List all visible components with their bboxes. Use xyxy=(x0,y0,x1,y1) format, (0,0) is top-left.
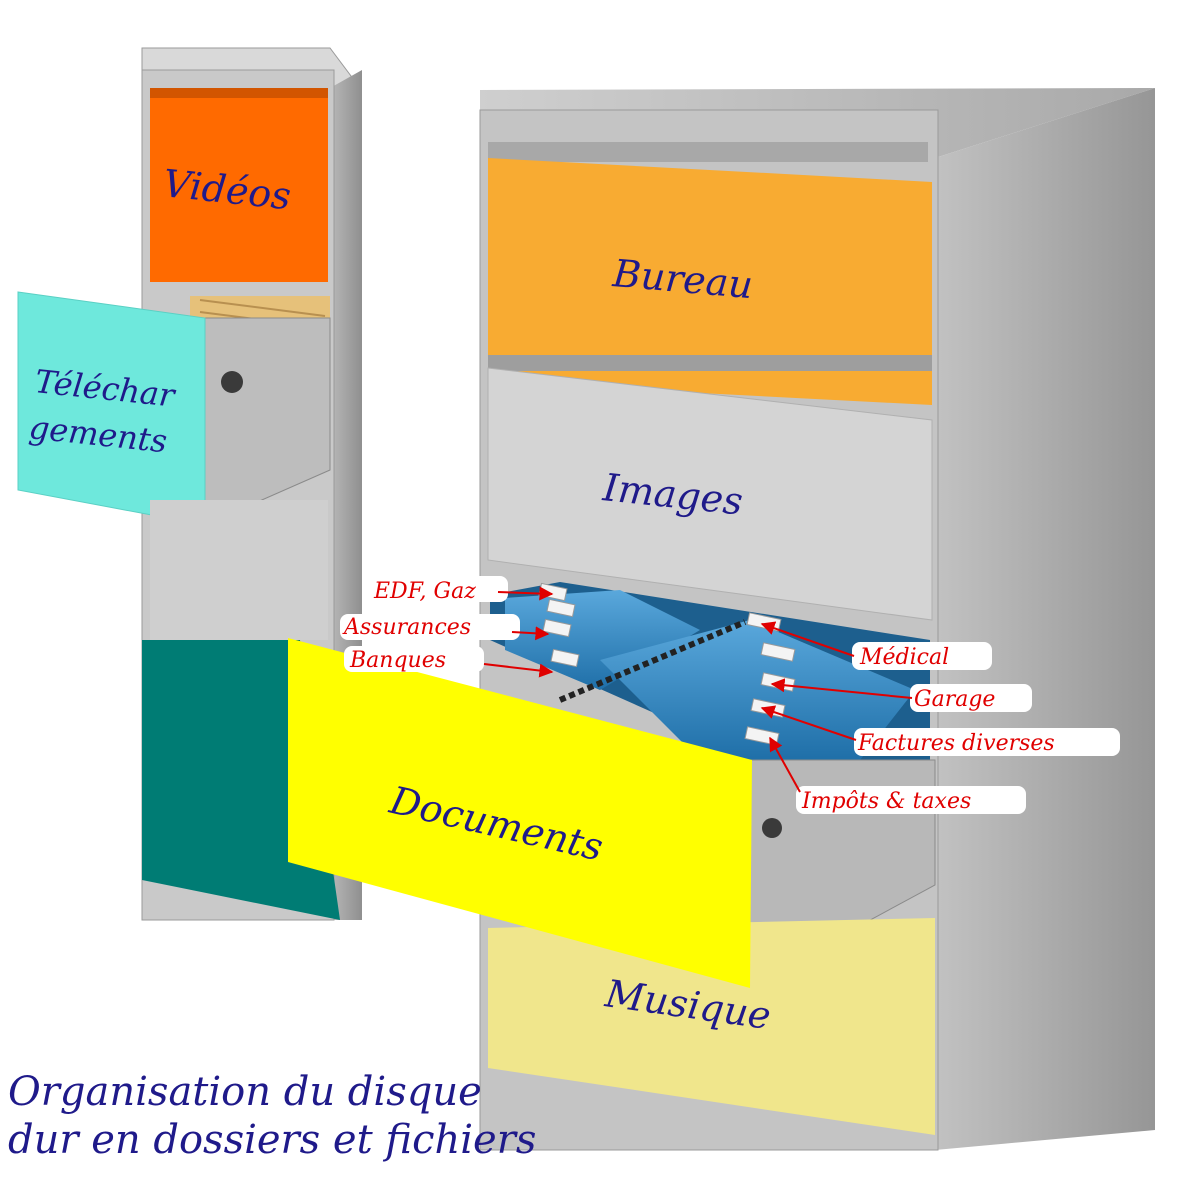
annotation-bg-medical xyxy=(852,642,992,670)
annotation-edf-gaz: EDF, Gaz xyxy=(373,579,476,604)
folder-annotations: EDF, Gaz Assurances Banques Médical Gara… xyxy=(340,576,1120,814)
annotation-factures: Factures diverses xyxy=(857,731,1055,756)
arrow-impots xyxy=(769,736,801,793)
arrow-garage xyxy=(770,678,913,699)
annotation-bg-banques xyxy=(344,646,484,672)
annotation-bg-impots xyxy=(796,786,1026,814)
right-cabinet xyxy=(288,88,1155,1151)
annotation-assurances: Assurances xyxy=(342,615,471,640)
folder-rail-divider xyxy=(558,619,747,703)
annotation-bg-assurances xyxy=(340,614,520,640)
annotation-garage: Garage xyxy=(914,687,995,712)
folders-left-block xyxy=(505,590,700,690)
left-cabinet-empty-drawer xyxy=(150,500,328,640)
annotation-impots: Impôts & taxes xyxy=(801,789,971,814)
downloads-drawer[interactable] xyxy=(17,291,206,526)
bureau-drawer[interactable] xyxy=(488,158,932,405)
annotation-banques: Banques xyxy=(349,648,446,673)
arrow-assurances xyxy=(511,626,550,641)
images-drawer-handle xyxy=(488,355,932,371)
arrow-medical xyxy=(760,621,855,657)
images-drawer[interactable] xyxy=(487,367,933,621)
annotation-bg-garage xyxy=(910,684,1032,712)
arrow-banques xyxy=(483,663,554,678)
annotation-bg-edf xyxy=(368,576,508,602)
bureau-drawer-handle xyxy=(488,142,928,162)
arrow-factures xyxy=(760,705,857,741)
documents-drawer[interactable] xyxy=(288,638,752,988)
musique-drawer[interactable] xyxy=(488,918,935,1135)
caption: Organisation du disque dur en dossiers e… xyxy=(8,1068,628,1164)
videos-drawer[interactable] xyxy=(150,88,328,282)
videos-drawer-handle xyxy=(150,88,328,98)
caption-line1: Organisation du disque xyxy=(8,1069,482,1115)
documents-drawer-rail-wheel xyxy=(762,818,782,838)
annotation-medical: Médical xyxy=(859,645,949,670)
arrow-edf-gaz xyxy=(497,586,554,601)
caption-line2: dur en dossiers et fichiers xyxy=(8,1117,537,1163)
folders-right-block xyxy=(600,620,915,760)
annotation-bg-factures xyxy=(854,728,1120,756)
right-cabinet-side xyxy=(935,88,1155,1150)
downloads-drawer-rail-wheel xyxy=(221,371,243,393)
